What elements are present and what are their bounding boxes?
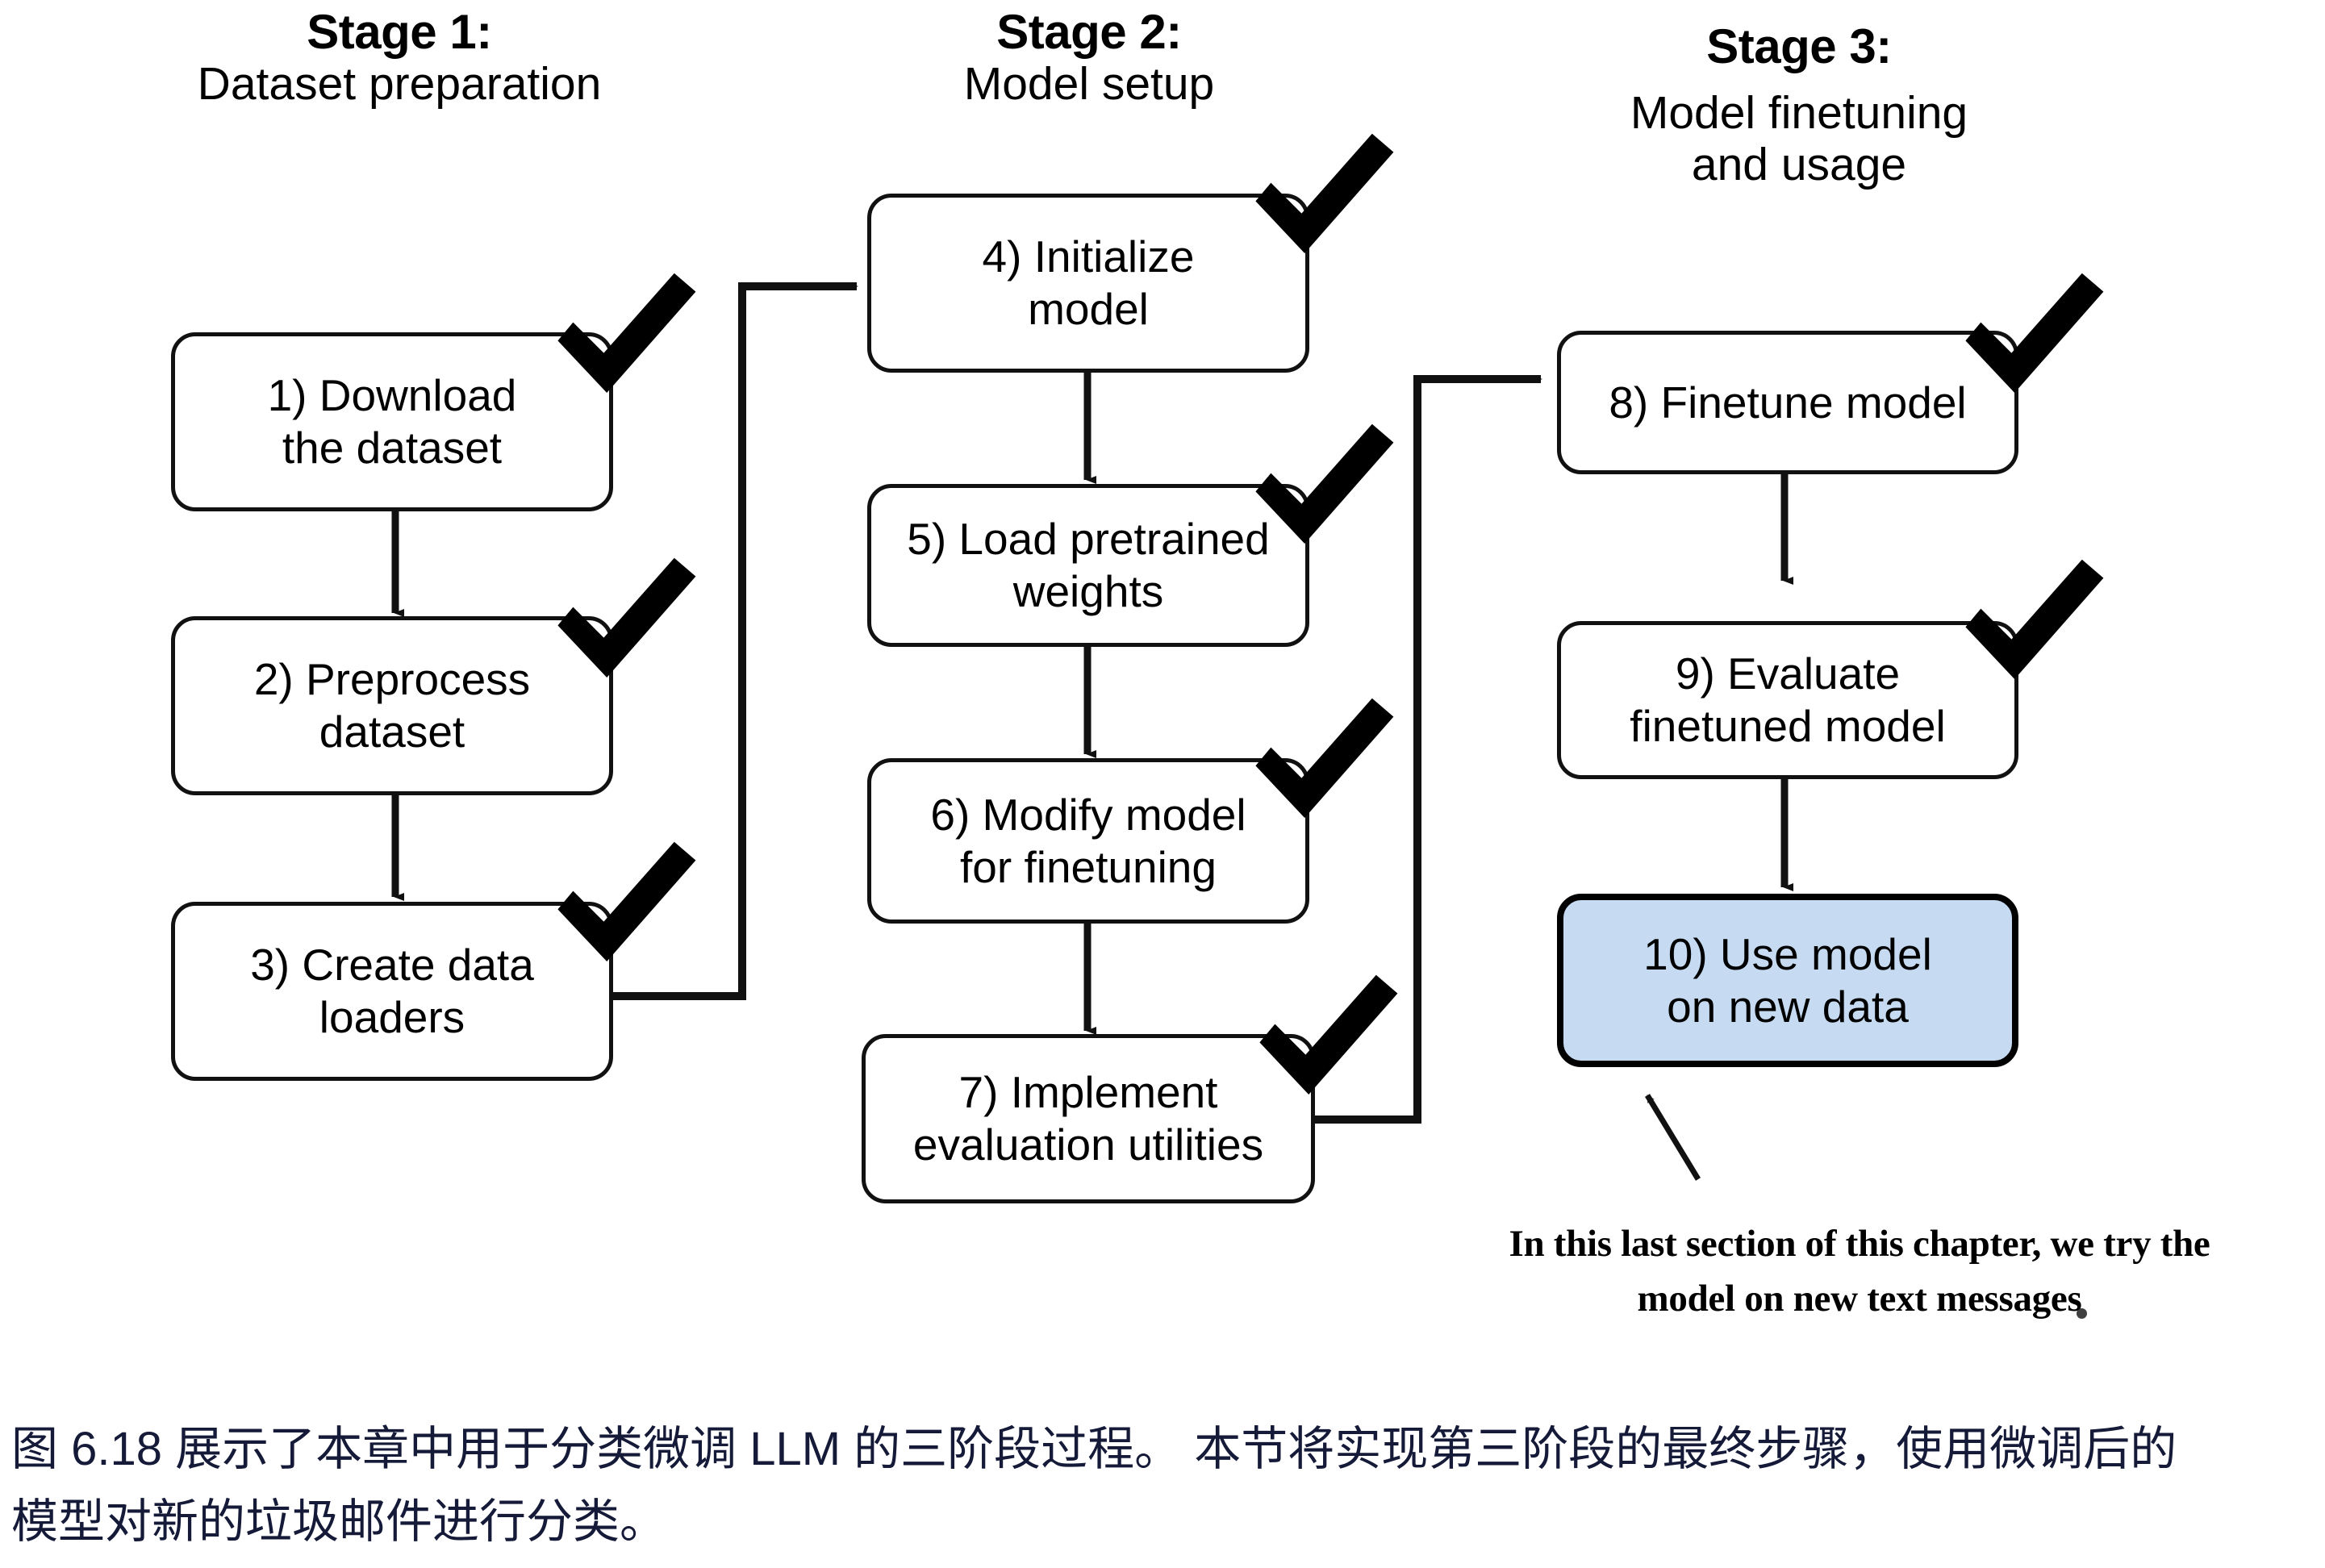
flow-node-4[interactable]: 4) Initialize model [867,194,1309,373]
flow-node-5-label: 5) Load pretrained weights [907,514,1270,616]
flow-node-10-label: 10) Use model on new data [1643,928,1932,1032]
page-speck-artifact [2077,1308,2087,1319]
flow-node-6-label: 6) Modify model for finetuning [930,789,1246,892]
stage-3-subheading: Model finetuning and usage [1630,87,1968,190]
stage-header-1: Stage 1: Dataset preparation [81,5,718,111]
flow-node-5[interactable]: 5) Load pretrained weights [867,484,1309,647]
flow-node-2[interactable]: 2) Preprocess dataset [171,616,613,795]
stage-header-3: Stage 3: Model finetuning and usage [1476,5,2122,206]
stage-header-2: Stage 2: Model setup [807,5,1371,111]
flow-node-4-label: 4) Initialize model [982,231,1195,334]
annotation-text: In this last section of this chapter, we… [1428,1216,2291,1326]
flow-node-9[interactable]: 9) Evaluate finetuned model [1557,621,2018,779]
flow-node-3[interactable]: 3) Create data loaders [171,902,613,1081]
stage-2-heading: Stage 2: [996,5,1182,59]
flow-node-2-label: 2) Preprocess dataset [253,654,531,757]
stage-3-heading: Stage 3: [1706,19,1892,73]
flow-node-1-label: 1) Download the dataset [267,370,517,473]
flow-node-9-label: 9) Evaluate finetuned model [1630,648,1946,751]
annotation-line-2: model on new text messages [1637,1278,2082,1320]
stage-2-subheading: Model setup [963,58,1215,111]
figure-caption: 图 6.18 展示了本章中用于分类微调 LLM 的三阶段过程。 本节将实现第三阶… [11,1413,2319,1558]
annotation-pointer-arrow [1645,1094,1701,1181]
flow-node-7[interactable]: 7) Implement evaluation utilities [862,1034,1315,1203]
flow-node-6[interactable]: 6) Modify model for finetuning [867,758,1309,924]
flow-node-3-label: 3) Create data loaders [250,940,534,1042]
flow-node-7-label: 7) Implement evaluation utilities [912,1067,1264,1170]
flow-node-8-label: 8) Finetune model [1609,377,1967,427]
flow-node-10[interactable]: 10) Use model on new data [1557,894,2018,1067]
connector-stage1-to-stage2 [611,282,858,1000]
stage-1-heading: Stage 1: [307,5,492,59]
connector-stage2-to-stage3 [1305,375,1542,1124]
flow-node-1[interactable]: 1) Download the dataset [171,332,613,511]
stage-1-subheading: Dataset preparation [197,58,602,111]
figure-caption-line-2: 模型对新的垃圾邮件进行分类。 [11,1495,667,1548]
flow-node-8[interactable]: 8) Finetune model [1557,331,2018,474]
figure-caption-line-1: 图 6.18 展示了本章中用于分类微调 LLM 的三阶段过程。 本节将实现第三阶… [11,1423,2177,1475]
annotation-line-1: In this last section of this chapter, we… [1509,1223,2210,1265]
